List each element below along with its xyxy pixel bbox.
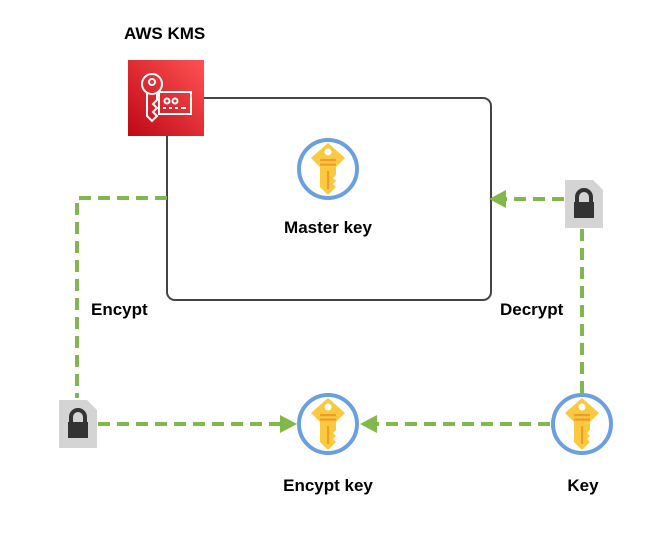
locked-document-icon: [563, 178, 605, 230]
key-icon: [551, 393, 613, 455]
locked-document-icon: [57, 398, 99, 450]
encrypt-key-label: Encypt key: [283, 476, 373, 495]
arrowhead: [489, 190, 506, 208]
key-label: Key: [567, 476, 599, 495]
master-key-label: Master key: [284, 218, 372, 237]
decrypt-edge-label: Decrypt: [500, 300, 564, 319]
encrypt-key-icon: [297, 393, 359, 455]
master-key-icon: [297, 138, 359, 200]
edge-encrypt: [75, 196, 167, 398]
arrowhead: [360, 415, 377, 433]
kms-service-label: AWS KMS: [124, 24, 206, 43]
encrypt-edge-label: Encypt: [91, 300, 148, 319]
kms-key-card-icon: [128, 60, 204, 136]
arrowhead: [280, 415, 297, 433]
